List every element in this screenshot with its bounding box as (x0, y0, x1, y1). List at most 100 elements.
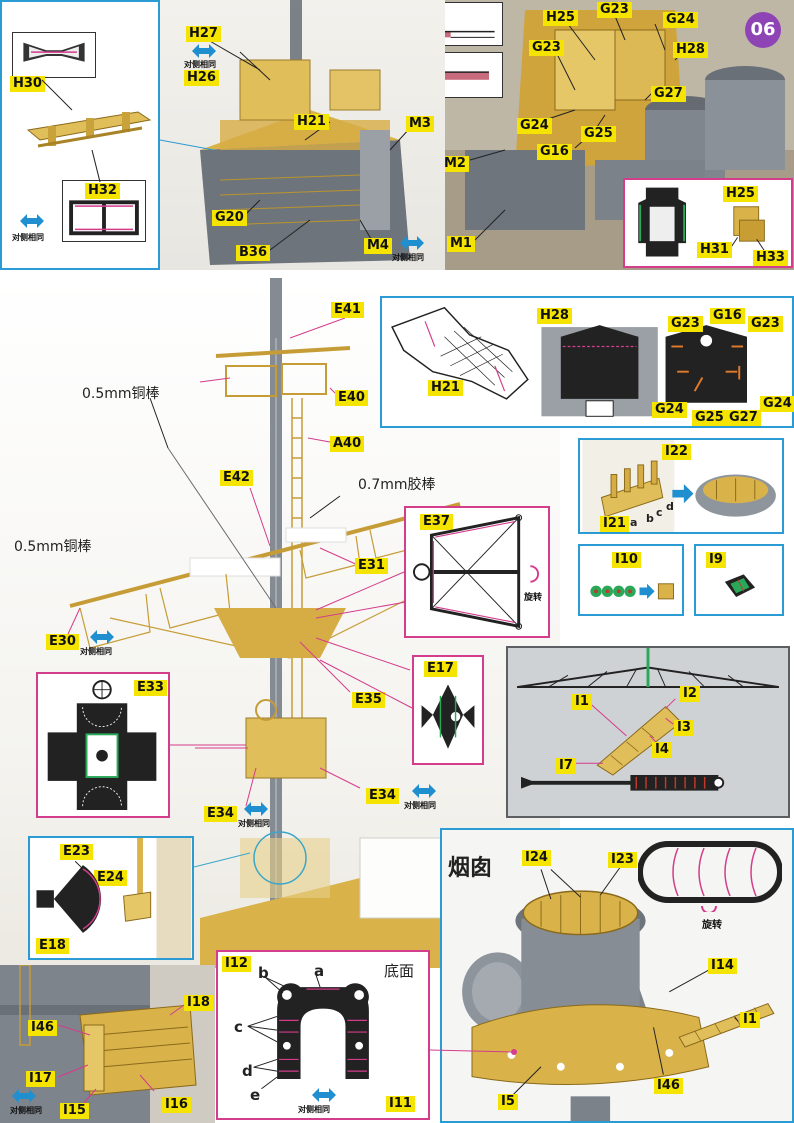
label-g16: G16 (537, 144, 572, 160)
note-opposite-side: 对侧相同 (392, 253, 424, 262)
funnel-panel: 烟囱 I24 I23 旋转 I14 I1 I46 I5 (440, 828, 794, 1123)
label-e35: E35 (352, 692, 385, 708)
label-i4: I4 (652, 742, 672, 758)
note-brass-rod-top: 0.5mm铜棒 (82, 386, 160, 402)
label-i2: I2 (680, 686, 700, 702)
label-m4: M4 (364, 238, 392, 254)
detail-e37: E37 旋转 (404, 506, 550, 638)
label-i15: I15 (60, 1103, 89, 1119)
detail-i9: I9 (694, 544, 784, 616)
label-e17: E17 (424, 661, 457, 677)
detail-h21-h28-g-parts: H21 H28 G23 G16 G23 G24 G25 G27 G24 (380, 296, 794, 428)
note-opposite-side: 对侧相同 (80, 647, 112, 656)
detail-i12-i11: I12 底面 a b c d e 对侧相同 I11 (216, 950, 430, 1120)
label-i9: I9 (706, 552, 726, 568)
m2-diagram: M2 (445, 52, 503, 98)
double-arrow-icon (412, 784, 436, 798)
note-opposite-side: 对侧相同 (10, 1106, 42, 1115)
label-i11: I11 (386, 1096, 415, 1112)
detail-e33: E33 (36, 672, 170, 818)
label-h32: H32 (85, 183, 120, 199)
note-opposite-side: 对侧相同 (12, 233, 44, 242)
letter-e: e (250, 1086, 261, 1104)
letter-c: c (656, 506, 663, 519)
label-i17: I17 (26, 1071, 55, 1087)
label-g24: G24 (652, 402, 687, 418)
label-h27: H27 (186, 26, 221, 42)
label-g20: G20 (212, 210, 247, 226)
note-rotate: 旋转 (702, 920, 722, 931)
double-arrow-icon (12, 1089, 36, 1103)
double-arrow-icon (20, 214, 44, 228)
section-title-funnel: 烟囱 (448, 856, 493, 881)
label-g27: G27 (726, 410, 761, 426)
label-h28: H28 (673, 42, 708, 58)
label-m2: M2 (445, 156, 469, 172)
label-e34-left: E34 (204, 806, 237, 822)
label-g16: G16 (710, 308, 745, 324)
label-i3: I3 (674, 720, 694, 736)
label-h30: H30 (10, 76, 45, 92)
label-i46: I46 (654, 1078, 683, 1094)
label-i14: I14 (708, 958, 737, 974)
bridge-photo: H27 对侧相同 H26 H21 M3 G20 B36 M4 对侧相同 (160, 0, 445, 270)
label-e37: E37 (420, 514, 453, 530)
label-i23: I23 (608, 852, 637, 868)
label-i1: I1 (740, 1012, 760, 1028)
double-arrow-icon (312, 1088, 336, 1102)
label-a40: A40 (330, 436, 365, 452)
label-g24: G24 (517, 118, 552, 134)
label-e40: E40 (335, 390, 368, 406)
label-g25: G25 (692, 410, 727, 426)
letter-a: a (314, 962, 325, 980)
letter-c: c (234, 1018, 243, 1036)
label-e42: E42 (220, 470, 253, 486)
m1-diagram: M1 (445, 2, 503, 46)
detail-i1-crane: I1 I2 I3 I4 I7 (506, 646, 790, 818)
detail-h25-h31-h33: H25 H31 H33 (623, 178, 793, 268)
h30-part-photo (18, 90, 158, 170)
label-e30: E30 (46, 634, 79, 650)
letter-d: d (666, 500, 674, 513)
label-i24: I24 (522, 850, 551, 866)
detail-e23-e24-e18: E23 E24 E18 (28, 836, 194, 960)
label-g25: G25 (581, 126, 616, 142)
h32-diagram: H32 (62, 180, 146, 242)
label-i1: I1 (572, 694, 592, 710)
letter-b: b (646, 512, 654, 525)
label-h33: H33 (753, 250, 788, 266)
label-g23: G23 (597, 2, 632, 18)
note-rotate: 旋转 (524, 593, 543, 603)
label-e41: E41 (331, 302, 364, 318)
double-arrow-icon (400, 236, 424, 250)
funnel-base-photo: I46 I18 I17 对侧相同 I15 I16 (0, 965, 215, 1123)
note-opposite-side: 对侧相同 (298, 1105, 330, 1114)
label-i22: I22 (662, 444, 691, 460)
label-h26: H26 (184, 70, 219, 86)
label-h28: H28 (537, 308, 572, 324)
detail-e17: E17 (412, 655, 484, 765)
label-e31: E31 (355, 558, 388, 574)
label-h21: H21 (428, 380, 463, 396)
i23-diagram (638, 840, 782, 912)
label-g23: G23 (748, 316, 783, 332)
label-b36: B36 (236, 245, 270, 261)
label-h25: H25 (723, 186, 758, 202)
label-h25: H25 (543, 10, 578, 26)
note-opposite-side: 对侧相同 (238, 819, 270, 828)
label-i46: I46 (28, 1020, 57, 1036)
label-e24: E24 (94, 870, 127, 886)
letter-d: d (242, 1062, 253, 1080)
note-opposite-side: 对侧相同 (184, 60, 216, 69)
page-number-badge: 06 (745, 12, 781, 48)
label-h31: H31 (697, 242, 732, 258)
h30-diagram (12, 32, 96, 78)
label-e34-right: E34 (366, 788, 399, 804)
detail-i21-i22: I22 I21 a b c d (578, 438, 784, 534)
label-e33: E33 (134, 680, 167, 696)
label-e23: E23 (60, 844, 93, 860)
label-i7: I7 (556, 758, 576, 774)
note-bottom: 底面 (384, 962, 415, 980)
label-e18: E18 (36, 938, 69, 954)
label-g23: G23 (668, 316, 703, 332)
